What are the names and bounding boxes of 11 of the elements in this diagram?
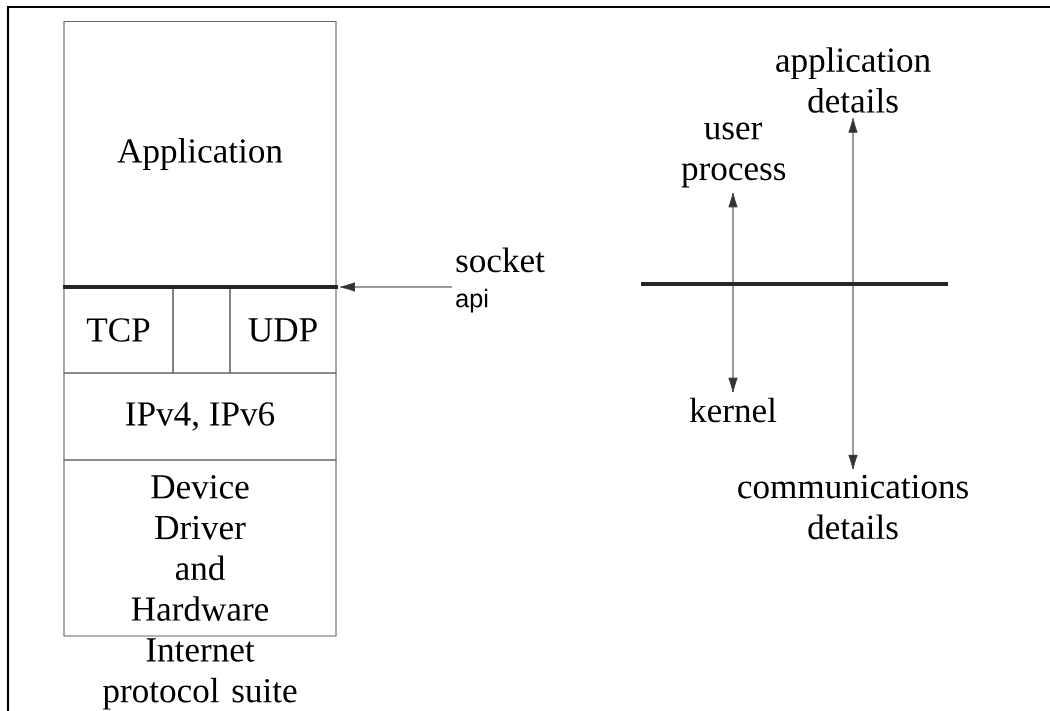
layer-box: Device Driver and Hardware (63, 459, 337, 637)
text-label: application details (776, 47, 931, 113)
layer-box: IPv4, IPv6 (63, 372, 337, 461)
arrow (848, 117, 858, 470)
text-label: communications details (738, 474, 968, 540)
arrow (728, 192, 738, 393)
arrow (340, 282, 453, 292)
socket-label: socket api (456, 247, 545, 313)
text-label: kernel (689, 397, 777, 423)
text-label: user process (681, 122, 786, 188)
boundary-bar (63, 285, 339, 289)
